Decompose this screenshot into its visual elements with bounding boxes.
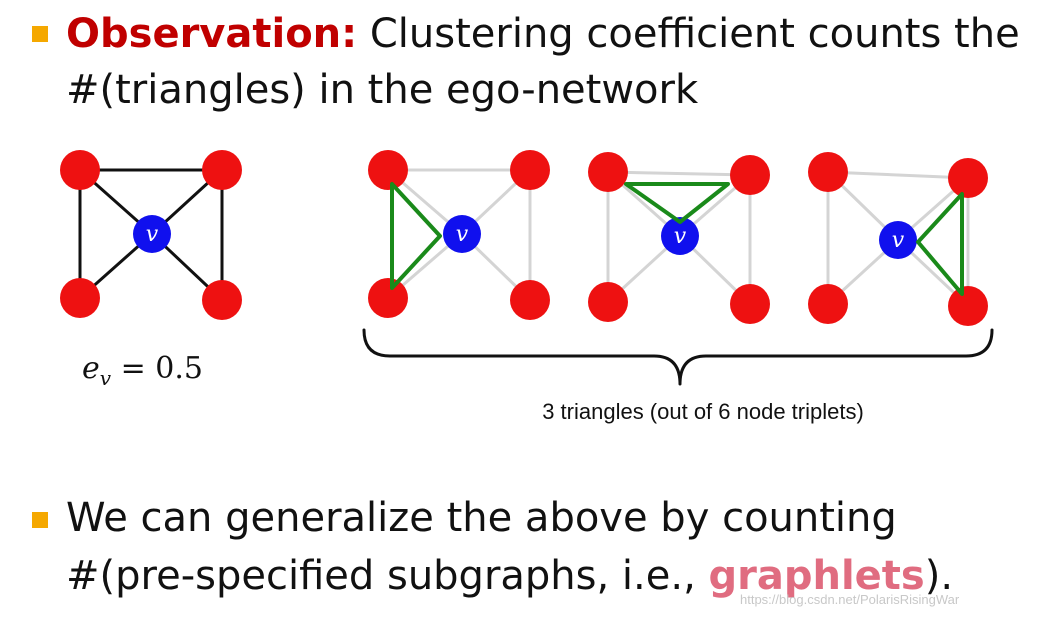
center-node <box>133 215 171 253</box>
outer-node <box>510 280 550 320</box>
triangle-panel-1: v <box>368 150 550 320</box>
outer-node <box>202 150 242 190</box>
observation-line-1: Observation: Clustering coefficient coun… <box>66 10 1020 58</box>
faded-edge <box>607 170 751 177</box>
outer-node <box>202 280 242 320</box>
generalize-line-2: #(pre-specified subgraphs, i.e., graphle… <box>66 552 953 600</box>
full-ego-network: v <box>60 150 242 320</box>
center-node <box>661 217 699 255</box>
outer-node <box>368 278 408 318</box>
outer-node <box>60 278 100 318</box>
outer-node <box>730 284 770 324</box>
observation-line-2: #(triangles) in the ego-network <box>66 67 699 113</box>
center-node-label: v <box>456 222 469 247</box>
outer-node <box>730 155 770 195</box>
formula-subscript: v <box>100 366 112 390</box>
highlighted-triangle <box>624 182 730 224</box>
generalize-line-1: We can generalize the above by counting <box>66 495 897 541</box>
outer-node <box>588 152 628 192</box>
center-node-label: v <box>674 224 687 249</box>
outer-node <box>510 150 550 190</box>
bullet-square-icon <box>32 26 48 42</box>
formula-rhs: = 0.5 <box>111 351 203 386</box>
generalize-end: ). <box>924 553 954 599</box>
outer-node <box>588 282 628 322</box>
outer-node <box>60 150 100 190</box>
outer-node <box>808 284 848 324</box>
center-node <box>443 215 481 253</box>
triangle-panel-2: v <box>588 152 770 324</box>
outer-node <box>948 158 988 198</box>
observation-label: Observation: <box>66 11 358 57</box>
formula-lhs: e <box>82 351 100 386</box>
center-node-label: v <box>146 222 159 247</box>
outer-node <box>948 286 988 326</box>
center-node <box>879 221 917 259</box>
highlighted-triangle <box>390 182 442 290</box>
clustering-formula: ev = 0.5 <box>82 351 203 390</box>
highlighted-triangle <box>916 192 964 296</box>
watermark: https://blog.csdn.net/PolarisRisingWar <box>740 592 960 607</box>
observation-text: Clustering coefficient counts the <box>357 11 1020 57</box>
outer-node <box>808 152 848 192</box>
outer-node <box>368 150 408 190</box>
curly-brace <box>362 328 994 386</box>
triangle-count-caption: 3 triangles (out of 6 node triplets) <box>542 399 864 424</box>
center-node-label: v <box>892 228 905 253</box>
graphlets-term: graphlets <box>708 553 925 599</box>
triangle-panel-3: v <box>808 152 988 326</box>
bullet-square-icon <box>32 512 48 528</box>
faded-edge <box>827 170 969 180</box>
generalize-text: #(pre-specified subgraphs, i.e., <box>66 553 709 599</box>
